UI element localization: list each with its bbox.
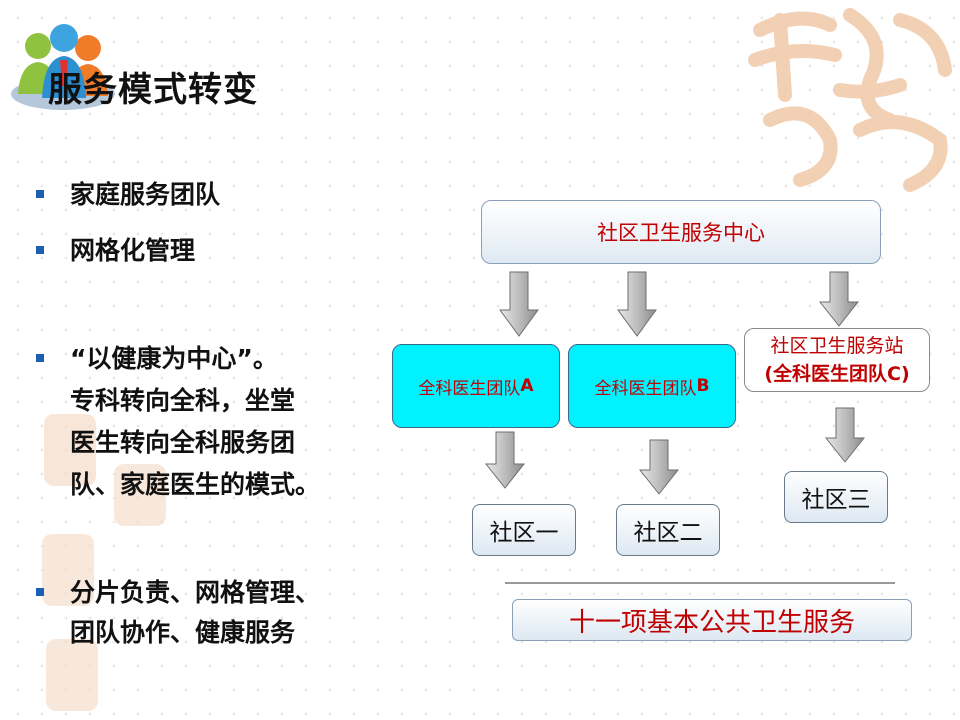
bullet-marker (36, 190, 44, 198)
station-label: 社区卫生服务站 (770, 335, 904, 357)
page-title: 服务模式转变 (48, 70, 258, 110)
bullet-text: 专科转向全科，坐堂 (70, 386, 296, 415)
team-a-label: 全科医生团队 (418, 378, 521, 399)
team-a-letter: A (520, 376, 534, 396)
community-two-label: 社区二 (633, 520, 703, 546)
arrow-down-icon (617, 271, 657, 337)
station-team-label: (全科医生团队C) (764, 363, 910, 385)
people-logo-icon (11, 24, 115, 110)
services-label: 十一项基本公共卫生服务 (568, 607, 855, 638)
center-label: 社区卫生服务中心 (597, 221, 765, 245)
seal-watermark-4 (46, 639, 98, 711)
arrow-down-icon (638, 439, 680, 495)
bullet-text: 网格化管理 (70, 236, 196, 265)
health-station-box: 社区卫生服务站 (全科医生团队C) (744, 328, 930, 392)
public-health-services-box: 十一项基本公共卫生服务 (512, 599, 912, 641)
arrow-down-icon (484, 431, 526, 489)
community-health-center-box: 社区卫生服务中心 (481, 200, 881, 264)
bullet-text: 分片负责、网格管理、 (70, 578, 321, 607)
team-b-letter: B (696, 376, 710, 396)
auspicious-calligraphy-watermark (748, 8, 952, 192)
community-three-box: 社区三 (784, 471, 888, 523)
arrow-down-icon (824, 407, 866, 463)
community-one-box: 社区一 (472, 504, 576, 556)
bullet-marker (36, 354, 44, 362)
bullet-marker (36, 588, 44, 596)
seal-watermark-3 (42, 534, 94, 606)
community-three-label: 社区三 (801, 487, 871, 513)
community-two-box: 社区二 (616, 504, 720, 556)
bullet-text: 队、家庭医生的模式。 (70, 470, 321, 499)
bullet-text: 团队协作、健康服务 (70, 618, 296, 647)
bullet-text: 家庭服务团队 (70, 180, 221, 209)
team-b-label: 全科医生团队 (594, 378, 697, 399)
bullet-text: “以健康为中心”。 (70, 344, 278, 373)
bullet-text: 医生转向全科服务团 (70, 428, 296, 457)
arrow-down-icon (499, 271, 539, 337)
bullet-marker (36, 246, 44, 254)
community-one-label: 社区一 (489, 520, 559, 546)
arrow-down-icon (818, 271, 860, 327)
seal-watermark-1 (44, 414, 96, 486)
seal-watermark-2 (114, 464, 166, 526)
